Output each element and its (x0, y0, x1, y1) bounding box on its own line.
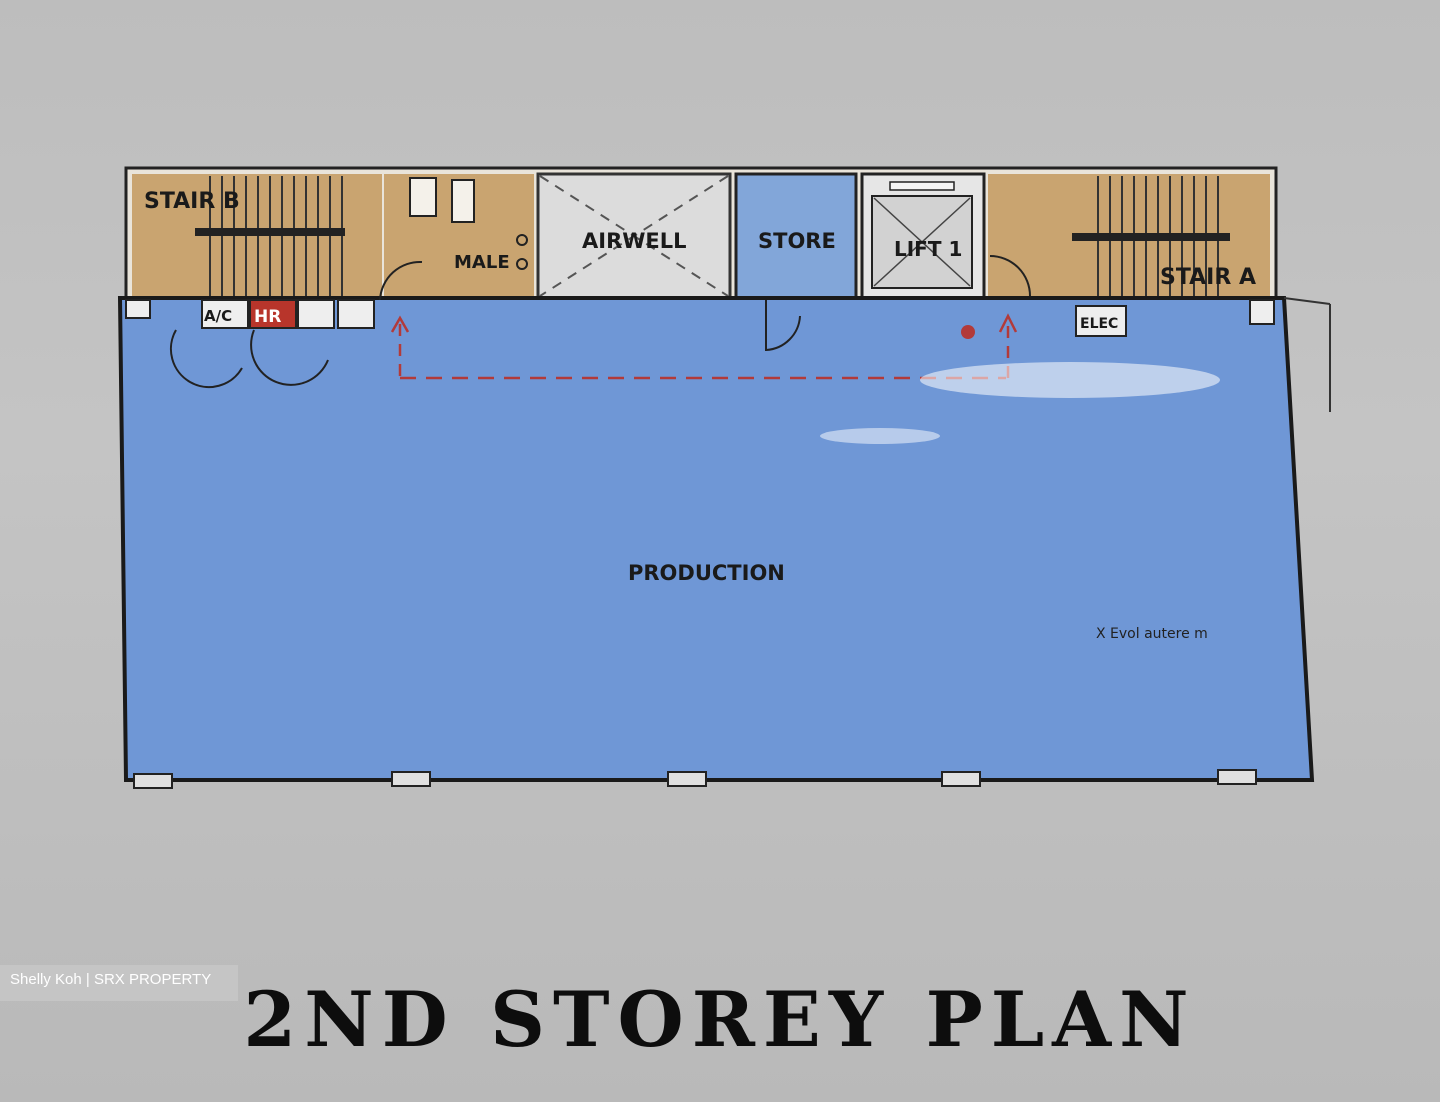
door-swing (379, 260, 423, 301)
facade-edge (1283, 297, 1331, 305)
lift-cross-line (873, 197, 971, 287)
column (941, 771, 981, 787)
basin-icon (516, 258, 528, 270)
glare-highlight (920, 362, 1220, 398)
toilet-fixture-icon (409, 177, 437, 217)
stair-b-label: STAIR B (144, 189, 240, 214)
column (337, 299, 375, 329)
column (1249, 299, 1275, 325)
door-swing (989, 255, 1031, 297)
column (133, 773, 173, 789)
watermark: Shelly Koh | SRX PROPERTY (0, 965, 238, 1001)
escape-route-arrow-icon (390, 315, 410, 333)
column (125, 299, 151, 319)
lift-label: LIFT 1 (894, 237, 962, 261)
stair-b-landing (195, 228, 345, 236)
urinal-fixture-icon (451, 179, 475, 223)
column (297, 299, 335, 329)
column (667, 771, 707, 787)
you-are-here-dot-icon (961, 325, 975, 339)
hr-room (249, 299, 297, 329)
escape-route-arrow-icon (998, 313, 1018, 333)
ac-label: A/C (204, 307, 232, 325)
production-hall (117, 296, 1315, 782)
airwell-cross-line (539, 175, 729, 297)
column (391, 771, 431, 787)
stair-a-landing (1072, 233, 1230, 241)
elec-label: ELEC (1080, 316, 1118, 332)
male-label: MALE (454, 252, 510, 273)
store-label: STORE (758, 229, 836, 253)
ac-room (201, 299, 249, 329)
airwell-label: AIRWELL (582, 229, 687, 253)
stair-a-label: STAIR A (1160, 265, 1256, 290)
door-swing (250, 329, 329, 386)
glare-highlight (820, 428, 940, 444)
lift-counterweight (889, 181, 955, 191)
column (1217, 769, 1257, 785)
production-label: PRODUCTION (628, 561, 785, 585)
basin-icon (516, 234, 528, 246)
door-swing (765, 300, 801, 352)
door-swing (169, 329, 243, 389)
page-title: 2ND STOREY PLAN (243, 975, 1197, 1064)
elec-room (1075, 305, 1127, 337)
legend-note: X Evol autere m (1096, 626, 1208, 642)
hr-label: HR (254, 307, 281, 327)
store-room (734, 172, 858, 300)
